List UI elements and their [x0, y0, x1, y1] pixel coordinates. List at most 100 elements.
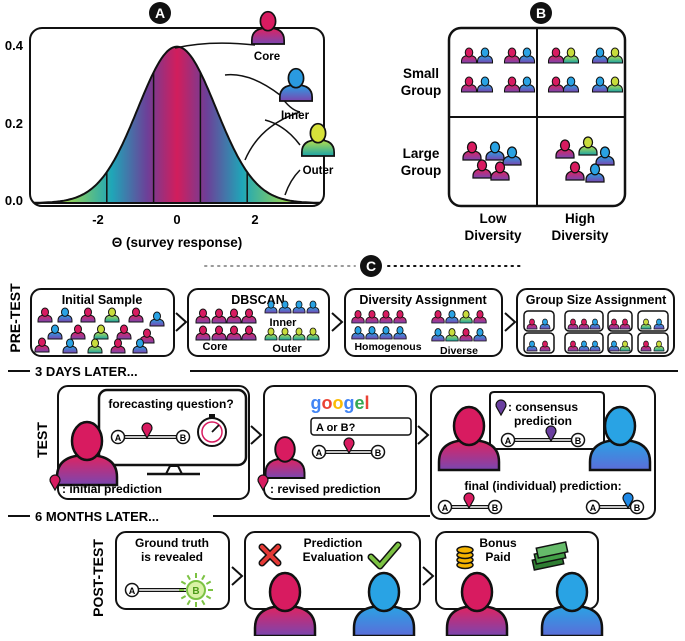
diversity-crowd — [351, 310, 487, 342]
option-a: A — [316, 448, 323, 458]
evaluated-person-b-icon — [352, 571, 416, 638]
xtick-label: 0 — [173, 212, 180, 227]
core-member-icon — [226, 325, 242, 341]
badge-a — [149, 2, 171, 24]
consensus-label: : consensus — [508, 400, 578, 414]
homogenous-member-icon — [351, 326, 365, 340]
sample-person-icon — [128, 307, 144, 323]
core-member-icon — [195, 308, 211, 324]
group-member-icon — [562, 76, 580, 93]
group-member-icon — [476, 76, 494, 93]
diverse-member-icon — [431, 328, 445, 342]
consensus-pin-icon — [495, 399, 507, 417]
reveal-burst-icon — [179, 573, 213, 607]
consensus-slider: A B — [500, 425, 586, 448]
evaluation-label: Prediction — [304, 536, 363, 550]
row-label-small-2: Group — [401, 83, 442, 98]
core-member-icon — [211, 325, 227, 341]
initial-slider: A B — [110, 422, 191, 445]
inner-person-icon — [278, 67, 314, 102]
ground-truth-label-2: is revealed — [141, 550, 203, 564]
group-member-icon — [595, 146, 615, 166]
evaluation-label-2: Evaluation — [303, 550, 364, 564]
option-a: A — [442, 503, 449, 513]
group-member-icon — [472, 159, 492, 179]
highlighted-option-b — [186, 580, 206, 600]
dbscan-outer-label: Outer — [272, 343, 302, 355]
paid-person-b-icon — [540, 571, 604, 638]
group-member-icon — [503, 76, 521, 93]
core-member-icon — [195, 325, 211, 341]
core-member-icon — [226, 308, 242, 324]
col-label-high-2: Diversity — [551, 228, 609, 243]
homogenous-member-icon — [379, 310, 393, 324]
sample-person-icon — [57, 307, 73, 323]
group-member-icon — [526, 340, 538, 352]
group-member-icon — [476, 47, 494, 64]
badge-a-label: A — [155, 5, 165, 21]
core-branch — [174, 42, 256, 49]
group-member-icon — [526, 318, 538, 330]
group-member-icon — [567, 318, 579, 330]
group-member-icon — [562, 47, 580, 64]
panel-b: B Small Group Large Group Low Diversity … — [401, 2, 627, 243]
correct-check-icon — [367, 541, 402, 570]
group-member-icon — [547, 76, 565, 93]
group-member-icon — [462, 141, 482, 161]
group-member-icon — [555, 139, 575, 159]
group-member-icon — [485, 141, 505, 161]
badge-c — [360, 255, 382, 277]
group-member-icon — [578, 136, 598, 156]
row-label-large: Large — [403, 146, 440, 161]
test-row: TEST forecasting question? A B : initial… — [34, 385, 656, 520]
participant-a-person-icon — [437, 405, 501, 472]
sample-person-icon — [80, 307, 96, 323]
group-member-icon — [567, 340, 579, 352]
sample-crowd — [34, 307, 165, 354]
forecaster-person-icon — [55, 420, 119, 487]
diversity-assignment-title: Diversity Assignment — [359, 293, 487, 307]
revised-prediction-legend: : revised prediction — [270, 482, 381, 496]
outer-member-icon — [278, 327, 292, 341]
paid-person-a-icon — [445, 571, 509, 638]
panel-a: A 0.4 0.2 0.0 -2 0 2 Θ (survey response)… — [5, 2, 336, 250]
six-months-later: 6 MONTHS LATER... — [35, 509, 159, 524]
group-member-icon — [589, 318, 601, 330]
inner-member-icon — [306, 300, 320, 314]
diverse-member-icon — [459, 328, 473, 342]
col-label-low: Low — [480, 211, 507, 226]
pretest-row: PRE-TEST Initial Sample DBSCAN Inner Cor… — [7, 283, 675, 357]
forecasting-question: forecasting question? — [108, 397, 233, 411]
sample-person-icon — [132, 338, 148, 354]
reviser-person-icon — [264, 436, 306, 479]
core-member-icon — [241, 325, 257, 341]
option-a: A — [129, 586, 136, 596]
core-person-icon — [250, 10, 286, 45]
sample-person-icon — [116, 324, 132, 340]
ytick-label: 0.2 — [5, 116, 23, 131]
search-query: A or B? — [316, 422, 356, 434]
group-member-icon — [503, 47, 521, 64]
outer-member-icon — [292, 327, 306, 341]
legend-pin-icon — [257, 474, 269, 492]
inner-label: Inner — [281, 110, 310, 122]
final-slider-b: A B — [585, 492, 645, 515]
ytick-label: 0.0 — [5, 193, 23, 208]
x-axis-label: Θ (survey response) — [112, 235, 243, 250]
dbscan-crowd — [195, 300, 320, 341]
revised-slider: A B — [311, 437, 386, 460]
group-member-icon — [502, 146, 522, 166]
final-prediction-label: final (individual) prediction: — [464, 479, 621, 493]
xtick-label: 2 — [251, 212, 258, 227]
coins-icon — [456, 545, 474, 570]
group-member-icon — [539, 340, 551, 352]
col-label-low-2: Diversity — [464, 228, 522, 243]
search-input[interactable] — [310, 417, 412, 436]
inner-member-icon — [264, 300, 278, 314]
inner-member-icon — [292, 300, 306, 314]
option-a: A — [590, 503, 597, 513]
group-member-icon — [539, 318, 551, 330]
option-b: B — [192, 586, 199, 597]
badge-c-label: C — [366, 258, 376, 274]
